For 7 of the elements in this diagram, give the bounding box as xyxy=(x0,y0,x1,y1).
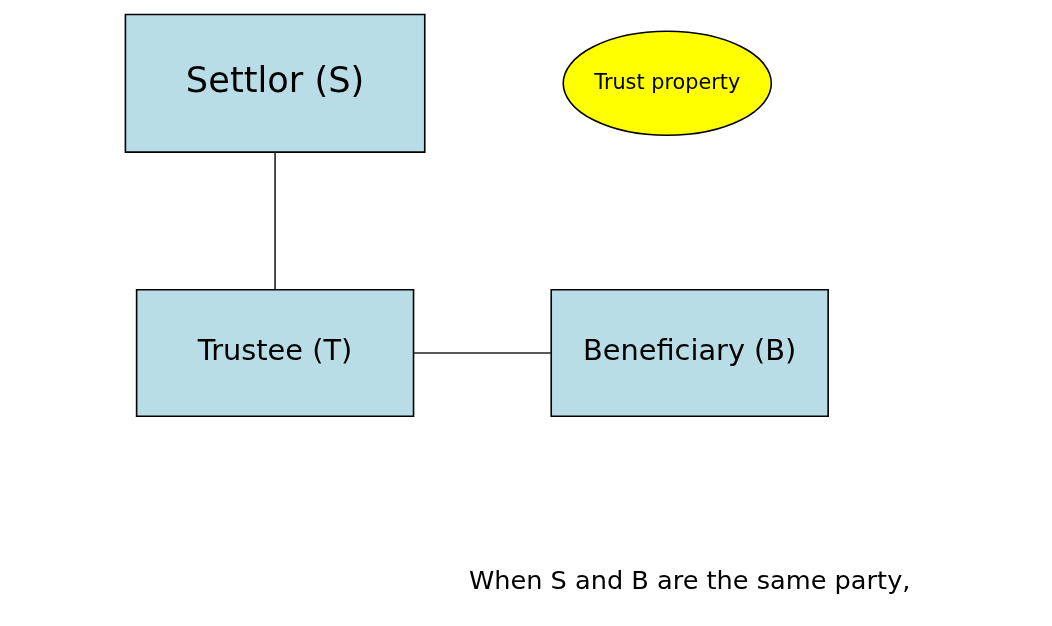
node-ellipse: Trust property xyxy=(562,30,773,137)
node-box: Settlor (S) xyxy=(124,13,426,153)
label: When S and B are the same party, xyxy=(468,564,911,595)
node-box: Beneficiary (B) xyxy=(550,289,829,418)
node-box: Trustee (T) xyxy=(135,289,415,418)
connector xyxy=(274,151,276,291)
connector xyxy=(412,352,552,354)
